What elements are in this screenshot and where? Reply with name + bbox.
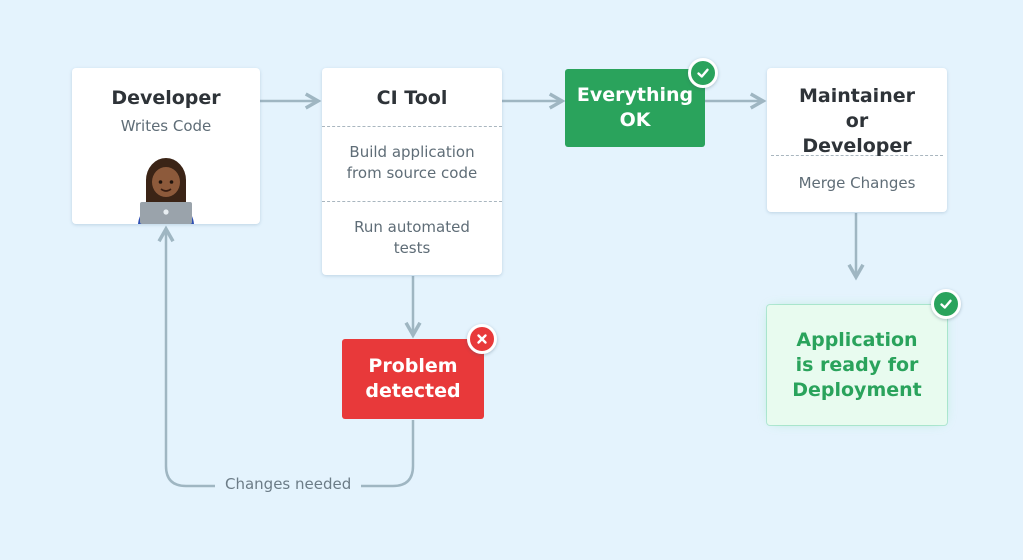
ci-divider (322, 201, 502, 202)
changes-needed-label: Changes needed (215, 474, 362, 494)
maintainer-title: Maintainer or Developer (799, 85, 915, 157)
check-icon (931, 289, 961, 319)
maintainer-divider (771, 155, 943, 156)
everything-ok-node: Everything OK (565, 69, 705, 147)
ready-label: Application is ready for Deployment (792, 328, 922, 401)
developer-subtitle: Writes Code (120, 117, 212, 135)
problem-node: Problem detected (342, 339, 484, 419)
problem-label: Problem detected (365, 355, 461, 402)
maintainer-node: Maintainer or Developer Merge Changes (767, 68, 947, 212)
ci-tool-node: CI Tool Build application from source co… (322, 68, 502, 275)
developer-node: Developer Writes Code (72, 68, 260, 224)
developer-emoji-icon (138, 158, 194, 224)
maintainer-subtitle: Merge Changes (798, 174, 916, 192)
cross-icon (467, 324, 497, 354)
ready-node: Application is ready for Deployment (767, 305, 947, 425)
ci-step-tests: Run automated tests (354, 218, 470, 257)
everything-ok-label: Everything OK (576, 84, 694, 131)
check-icon (688, 58, 718, 88)
developer-title: Developer (111, 87, 221, 109)
ci-step-build: Build application from source code (346, 143, 478, 182)
ci-tool-title: CI Tool (376, 87, 448, 109)
ci-divider (322, 126, 502, 127)
